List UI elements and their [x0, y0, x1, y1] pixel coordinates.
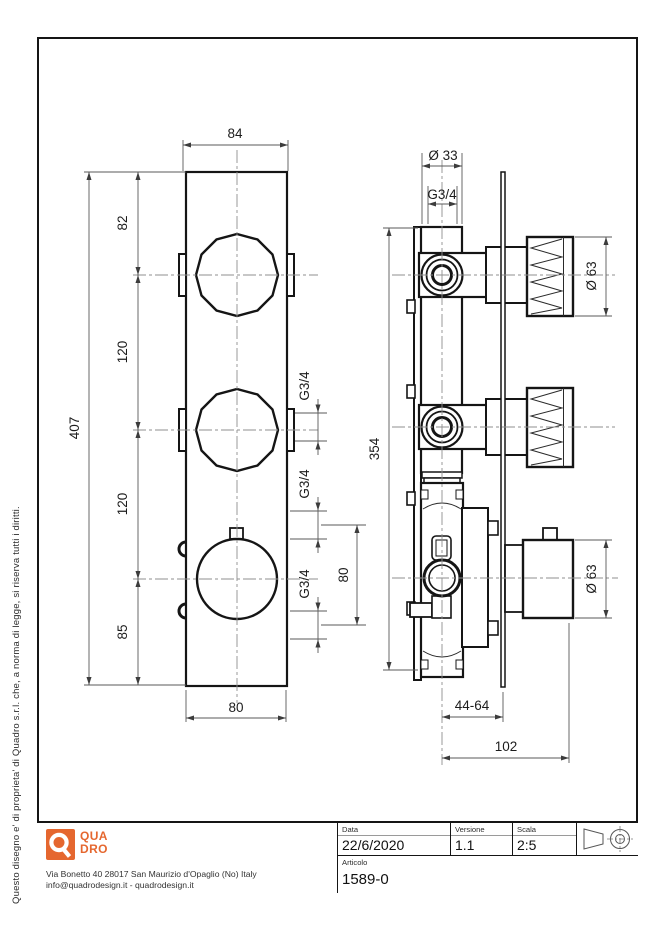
front-dimensions: 84 82 120 120 85 407 80	[67, 126, 366, 722]
dim-front-port1-thread: G3/4	[297, 371, 312, 401]
dim-front-port2-thread: G3/4	[297, 469, 312, 499]
side-knob-3	[504, 527, 575, 620]
side-centerlines	[392, 160, 618, 765]
date-label: Data	[338, 823, 450, 836]
dim-side-knob-diameter-bottom: Ø 63	[584, 564, 599, 593]
side-view: Ø 33 G3/4 354 Ø 63 Ø 63 44-64	[367, 148, 618, 765]
technical-drawing: 84 82 120 120 85 407 80	[67, 126, 618, 765]
address-line2: info@quadrodesign.it - quadrodesign.it	[46, 879, 194, 890]
dim-front-seg-mid1: 120	[115, 341, 130, 364]
cell-scale: Scala 2:5	[513, 823, 577, 855]
dim-side-total-height: 354	[367, 437, 382, 460]
dim-front-port3-thread: G3/4	[297, 569, 312, 599]
quadro-wordmark: QUA DRO	[80, 830, 108, 856]
dim-side-knob-diameter-top: Ø 63	[584, 261, 599, 290]
front-knob-3-index	[229, 527, 244, 540]
scale-value: 2:5	[517, 837, 537, 853]
cell-version: Versione 1.1	[451, 823, 513, 855]
front-centerlines	[133, 150, 318, 703]
side-knob-2	[525, 386, 575, 469]
version-label: Versione	[451, 823, 512, 836]
quadro-q-logo-icon	[46, 829, 75, 860]
date-value: 22/6/2020	[342, 837, 405, 853]
side-wall-plate	[500, 171, 506, 688]
side-thermostatic-body	[409, 481, 499, 679]
version-value: 1.1	[455, 837, 475, 853]
side-dimensions: Ø 33 G3/4 354 Ø 63 Ø 63 44-64	[367, 148, 612, 763]
wordmark-line1: QUA	[80, 829, 108, 843]
dim-side-top-thread: G3/4	[427, 187, 457, 202]
copyright-note: Questo disegno e' di proprieta' di Quadr…	[11, 506, 22, 904]
article-value: 1589-0	[342, 871, 389, 888]
cell-date: Data 22/6/2020	[338, 823, 451, 855]
company-address: Via Bonetto 40 28017 San Maurizio d'Opag…	[46, 869, 257, 890]
scale-label: Scala	[513, 823, 576, 836]
dim-front-seg-top: 82	[115, 215, 130, 230]
first-angle-projection-icon	[583, 826, 633, 852]
title-block: QUA DRO Via Bonetto 40 28017 San Maurizi…	[37, 821, 638, 893]
dim-front-seg-bottom: 85	[115, 624, 130, 639]
cell-projection-symbol	[577, 823, 638, 855]
dim-front-seg-mid2: 120	[115, 493, 130, 516]
wordmark-line2: DRO	[80, 842, 108, 856]
article-label: Articolo	[342, 858, 368, 867]
title-block-table: Data 22/6/2020 Versione 1.1 Scala 2:5	[337, 823, 638, 893]
dim-side-top-diameter: Ø 33	[428, 148, 457, 163]
address-line1: Via Bonetto 40 28017 San Maurizio d'Opag…	[46, 869, 257, 879]
dim-front-top-width: 84	[227, 126, 243, 141]
dim-front-total-height: 407	[67, 417, 82, 440]
dim-front-bottom-width: 80	[228, 700, 243, 715]
dim-side-depth-range: 44-64	[455, 698, 490, 713]
side-knob-1	[525, 235, 575, 318]
dim-front-port-spacing: 80	[336, 567, 351, 582]
dim-side-total-depth: 102	[495, 739, 518, 754]
cell-article: Articolo 1589-0	[338, 856, 638, 893]
front-view: 84 82 120 120 85 407 80	[67, 126, 366, 722]
